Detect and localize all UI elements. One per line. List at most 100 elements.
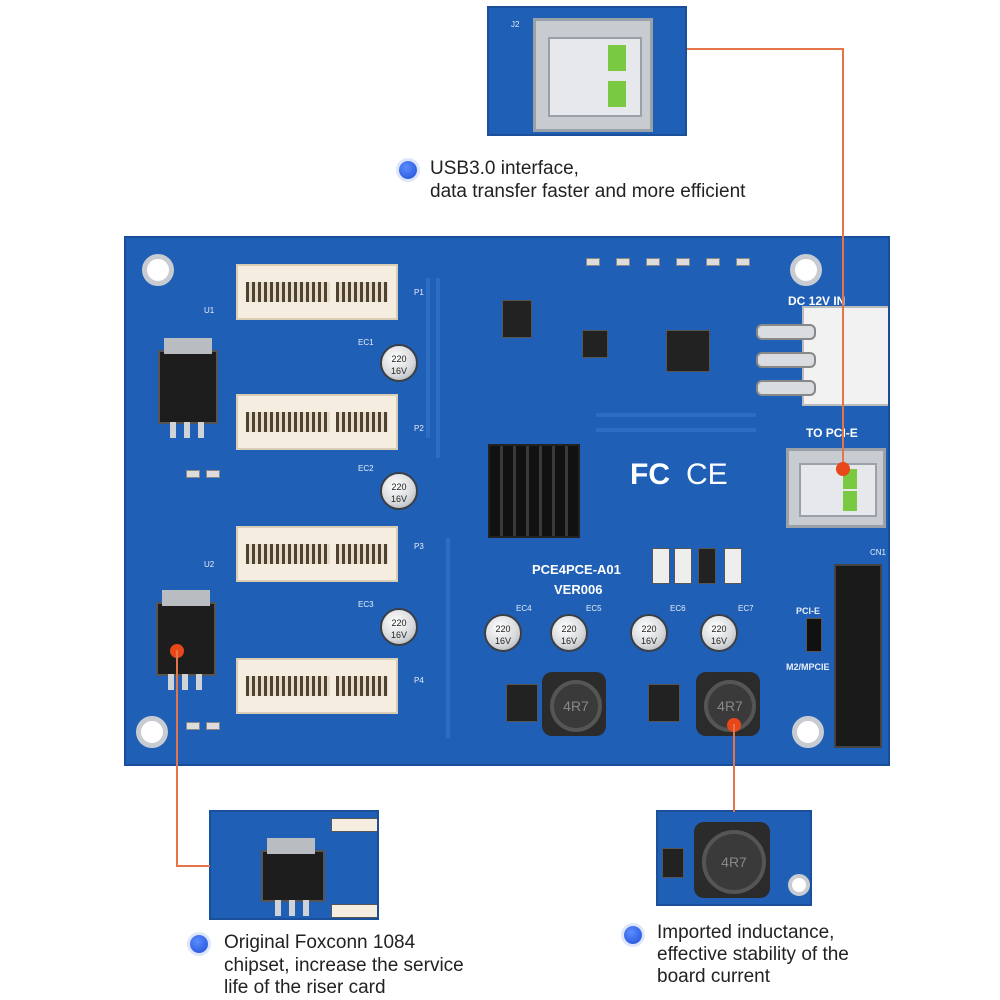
ic-chip (502, 300, 532, 338)
regulator-leg (303, 900, 309, 916)
version-label: VER006 (554, 582, 603, 597)
smd-component (206, 470, 220, 478)
pcie-slot (236, 526, 398, 582)
ic-chip (506, 684, 538, 722)
caption-inductance-line-3: board current (657, 966, 771, 987)
regulator-leg (198, 422, 204, 438)
jumper-switch (806, 618, 822, 652)
fuse (698, 548, 716, 584)
fuse (652, 548, 670, 584)
smd-component (586, 258, 600, 266)
callout-line (176, 650, 178, 866)
regulator-label: U1 (204, 306, 215, 315)
callout-line (842, 48, 844, 468)
trace (436, 278, 440, 458)
callout-dot (836, 462, 850, 476)
inductor: 4R7 (542, 672, 606, 736)
pcie-slot (236, 394, 398, 450)
inductor-inset: 4R7 (656, 810, 812, 906)
usb-port (786, 448, 886, 528)
trace (596, 428, 756, 432)
regulator-leg (289, 900, 295, 916)
slot-label: P4 (414, 676, 424, 685)
slot-edge (331, 904, 377, 918)
caption-chipset-line-3: life of the riser card (224, 977, 386, 998)
smd-component (646, 258, 660, 266)
connector-pin (756, 380, 816, 396)
slot-edge (331, 818, 377, 832)
smd-component (616, 258, 630, 266)
cap-label: EC2 (358, 464, 374, 473)
smd-component (706, 258, 720, 266)
caption-inductance-line-1: Imported inductance, (657, 922, 835, 943)
voltage-regulator-zoom (261, 838, 325, 902)
chipset-inset (209, 810, 379, 920)
usb-port-zoom (533, 18, 653, 132)
cap-label: EC3 (358, 600, 374, 609)
voltage-regulator (158, 338, 218, 424)
inductor-zoom: 4R7 (694, 822, 770, 898)
regulator-leg (184, 422, 190, 438)
cap-label: EC1 (358, 338, 374, 347)
ce-mark: CE (686, 458, 728, 491)
slot-label: P3 (414, 542, 424, 551)
cap-label: EC4 (516, 604, 532, 613)
caption-chipset-line-1: Original Foxconn 1084 (224, 932, 416, 953)
bullet-icon (624, 926, 642, 944)
caption-usb-line-2: data transfer faster and more efficient (430, 181, 746, 202)
switch-label: M2/MPCIE (786, 662, 830, 672)
smd-component (186, 722, 200, 730)
ic-chip (582, 330, 608, 358)
fuse (724, 548, 742, 584)
callout-line (733, 724, 735, 812)
regulator-leg (170, 422, 176, 438)
voltage-regulator (156, 590, 216, 676)
slot-label: P1 (414, 288, 424, 297)
connector-pin (756, 324, 816, 340)
ic-chip (662, 848, 684, 878)
callout-line (687, 48, 843, 50)
pcie-slot (236, 264, 398, 320)
bullet-icon (399, 161, 417, 179)
pcie-label: TO PCI-E (806, 426, 858, 440)
mounting-hole (792, 716, 824, 748)
regulator-leg (275, 900, 281, 916)
regulator-leg (182, 674, 188, 690)
mounting-hole (788, 874, 810, 896)
slot-label: P2 (414, 424, 424, 433)
ic-chip (648, 684, 680, 722)
sata-connector (834, 564, 882, 748)
usb-label: J2 (511, 20, 520, 29)
caption-usb-line-1: USB3.0 interface, (430, 158, 579, 179)
fcc-mark: FC (630, 458, 670, 491)
cap-label: EC7 (738, 604, 754, 613)
trace (426, 278, 430, 438)
regulator-label: U2 (204, 560, 215, 569)
smd-component (736, 258, 750, 266)
ic-chip (666, 330, 710, 372)
power-label: DC 12V IN (788, 294, 846, 308)
caption-chipset-line-2: chipset, increase the service (224, 955, 464, 976)
sata-label: CN1 (870, 548, 887, 557)
fuse (674, 548, 692, 584)
chipset-heatsink (488, 444, 580, 538)
mounting-hole (790, 254, 822, 286)
usb-inset: J2 (487, 6, 687, 136)
smd-component (676, 258, 690, 266)
model-label: PCE4PCE-A01 (532, 562, 621, 577)
smd-component (206, 722, 220, 730)
connector-pin (756, 352, 816, 368)
mounting-hole (142, 254, 174, 286)
caption-inductance-line-2: effective stability of the (657, 944, 849, 965)
cap-label: EC5 (586, 604, 602, 613)
cap-label: EC6 (670, 604, 686, 613)
mounting-hole (136, 716, 168, 748)
